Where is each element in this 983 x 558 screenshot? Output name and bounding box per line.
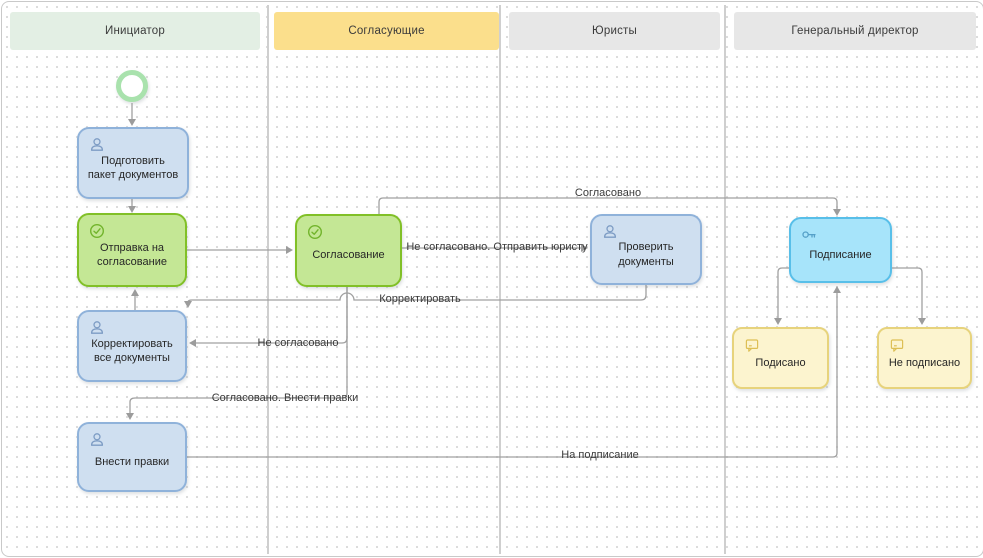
flow-signing-to-signed (777, 267, 789, 318)
lane-header-label: Согласующие (348, 25, 425, 37)
lane-divider (499, 5, 501, 554)
lane-header-label: Юристы (592, 25, 637, 37)
flow-signing-to-not-signed (892, 267, 923, 318)
flow-approved (378, 197, 838, 214)
task-label: Подписание (809, 248, 872, 261)
flow-label-to-signing: На подписание (561, 449, 639, 461)
note-label: Подисано (755, 356, 806, 369)
check-circle-icon (89, 223, 105, 239)
comment-icon (890, 339, 904, 352)
note-signed[interactable]: Подисано (732, 327, 829, 389)
lane-divider (724, 5, 726, 554)
task-send-for-approval[interactable]: Отправка на согласование (77, 213, 187, 287)
comment-icon (745, 339, 759, 352)
task-correct-all-documents[interactable]: Корректировать все документы (77, 310, 187, 382)
lane-header-initiator[interactable]: Инициатор (10, 12, 260, 50)
lane-header-ceo[interactable]: Генеральный директор (734, 12, 976, 50)
task-label: Подготовить пакет документов (87, 154, 179, 181)
flow-label-correct: Корректировать (379, 293, 461, 305)
flow-label-not-approved: Не согласовано (257, 337, 339, 349)
lane-header-lawyers[interactable]: Юристы (509, 12, 720, 50)
user-icon (603, 225, 617, 238)
user-icon (90, 321, 104, 334)
start-event[interactable] (116, 70, 148, 102)
task-label: Отправка на согласование (97, 241, 167, 268)
task-make-edits[interactable]: Внести правки (77, 422, 187, 492)
task-prepare-documents[interactable]: Подготовить пакет документов (77, 127, 189, 199)
lane-header-label: Инициатор (105, 25, 165, 37)
user-icon (90, 433, 104, 446)
flow-not-approved (196, 287, 348, 344)
lane-header-approvers[interactable]: Согласующие (274, 12, 499, 50)
task-label: Корректировать все документы (91, 337, 173, 364)
task-check-documents[interactable]: Проверить документы (590, 214, 702, 285)
flow-label-approved: Согласовано (574, 187, 642, 199)
task-label: Внести правки (94, 455, 170, 468)
task-signing[interactable]: Подписание (789, 217, 892, 283)
lane-header-label: Генеральный директор (791, 25, 919, 37)
lane-divider (267, 5, 269, 554)
note-not-signed[interactable]: Не подписано (877, 327, 972, 389)
check-circle-icon (307, 224, 323, 240)
flow-label-not-approved-to-lawyer: Не согласовано. Отправить юристу (406, 241, 588, 253)
key-icon (802, 231, 816, 238)
flow-label-approved-make-edits: Согласовано. Внести правки (211, 392, 359, 404)
note-label: Не подписано (888, 356, 961, 369)
user-icon (90, 138, 104, 151)
task-label: Согласование (312, 249, 385, 262)
task-label: Проверить документы (618, 241, 674, 268)
task-approval[interactable]: Согласование (295, 214, 402, 287)
